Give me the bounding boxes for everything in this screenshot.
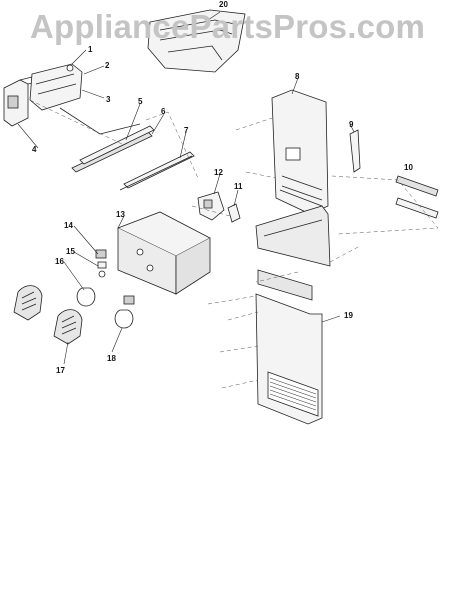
callout-11: 11	[234, 182, 243, 191]
part-1-3-icemaker-mechanism[interactable]	[29, 63, 141, 135]
part-12-motor[interactable]	[197, 191, 225, 221]
callout-16: 16	[55, 257, 64, 266]
part-7-rail[interactable]	[119, 151, 195, 191]
watermark-text: AppliancePartsPros.com	[30, 8, 426, 45]
part-8-back-panel[interactable]	[255, 89, 331, 267]
callout-19: 19	[344, 311, 353, 320]
part-5-rail[interactable]	[71, 125, 155, 173]
callout-1: 1	[88, 45, 93, 54]
callout-17: 17	[56, 366, 65, 375]
part-ice-chute-cover-upper[interactable]	[13, 285, 43, 321]
part-10-trim[interactable]	[395, 175, 439, 219]
part-18-bulb[interactable]	[114, 295, 135, 329]
part-14-16-lamp-sockets[interactable]	[95, 249, 107, 278]
callout-20: 20	[219, 0, 228, 9]
part-11-connector[interactable]	[227, 203, 241, 223]
callout-18: 18	[107, 354, 116, 363]
part-20-ice-bucket[interactable]	[147, 9, 246, 73]
part-17-chute-cover[interactable]	[53, 309, 83, 345]
part-19-front-panel[interactable]	[255, 269, 323, 425]
callout-13: 13	[116, 210, 125, 219]
callout-15: 15	[66, 247, 75, 256]
callout-12: 12	[214, 168, 223, 177]
callout-7: 7	[184, 126, 189, 135]
part-9-bracket[interactable]	[349, 129, 361, 173]
callout-5: 5	[138, 97, 143, 106]
callout-14: 14	[64, 221, 73, 230]
part-16-bulb[interactable]	[76, 287, 96, 307]
callout-8: 8	[295, 72, 300, 81]
callout-2: 2	[105, 61, 110, 70]
callout-3: 3	[106, 95, 111, 104]
part-13-dispenser-housing[interactable]	[116, 211, 211, 295]
callout-6: 6	[161, 107, 166, 116]
callout-9: 9	[349, 120, 354, 129]
callout-10: 10	[404, 163, 413, 172]
callout-4: 4	[32, 145, 37, 154]
